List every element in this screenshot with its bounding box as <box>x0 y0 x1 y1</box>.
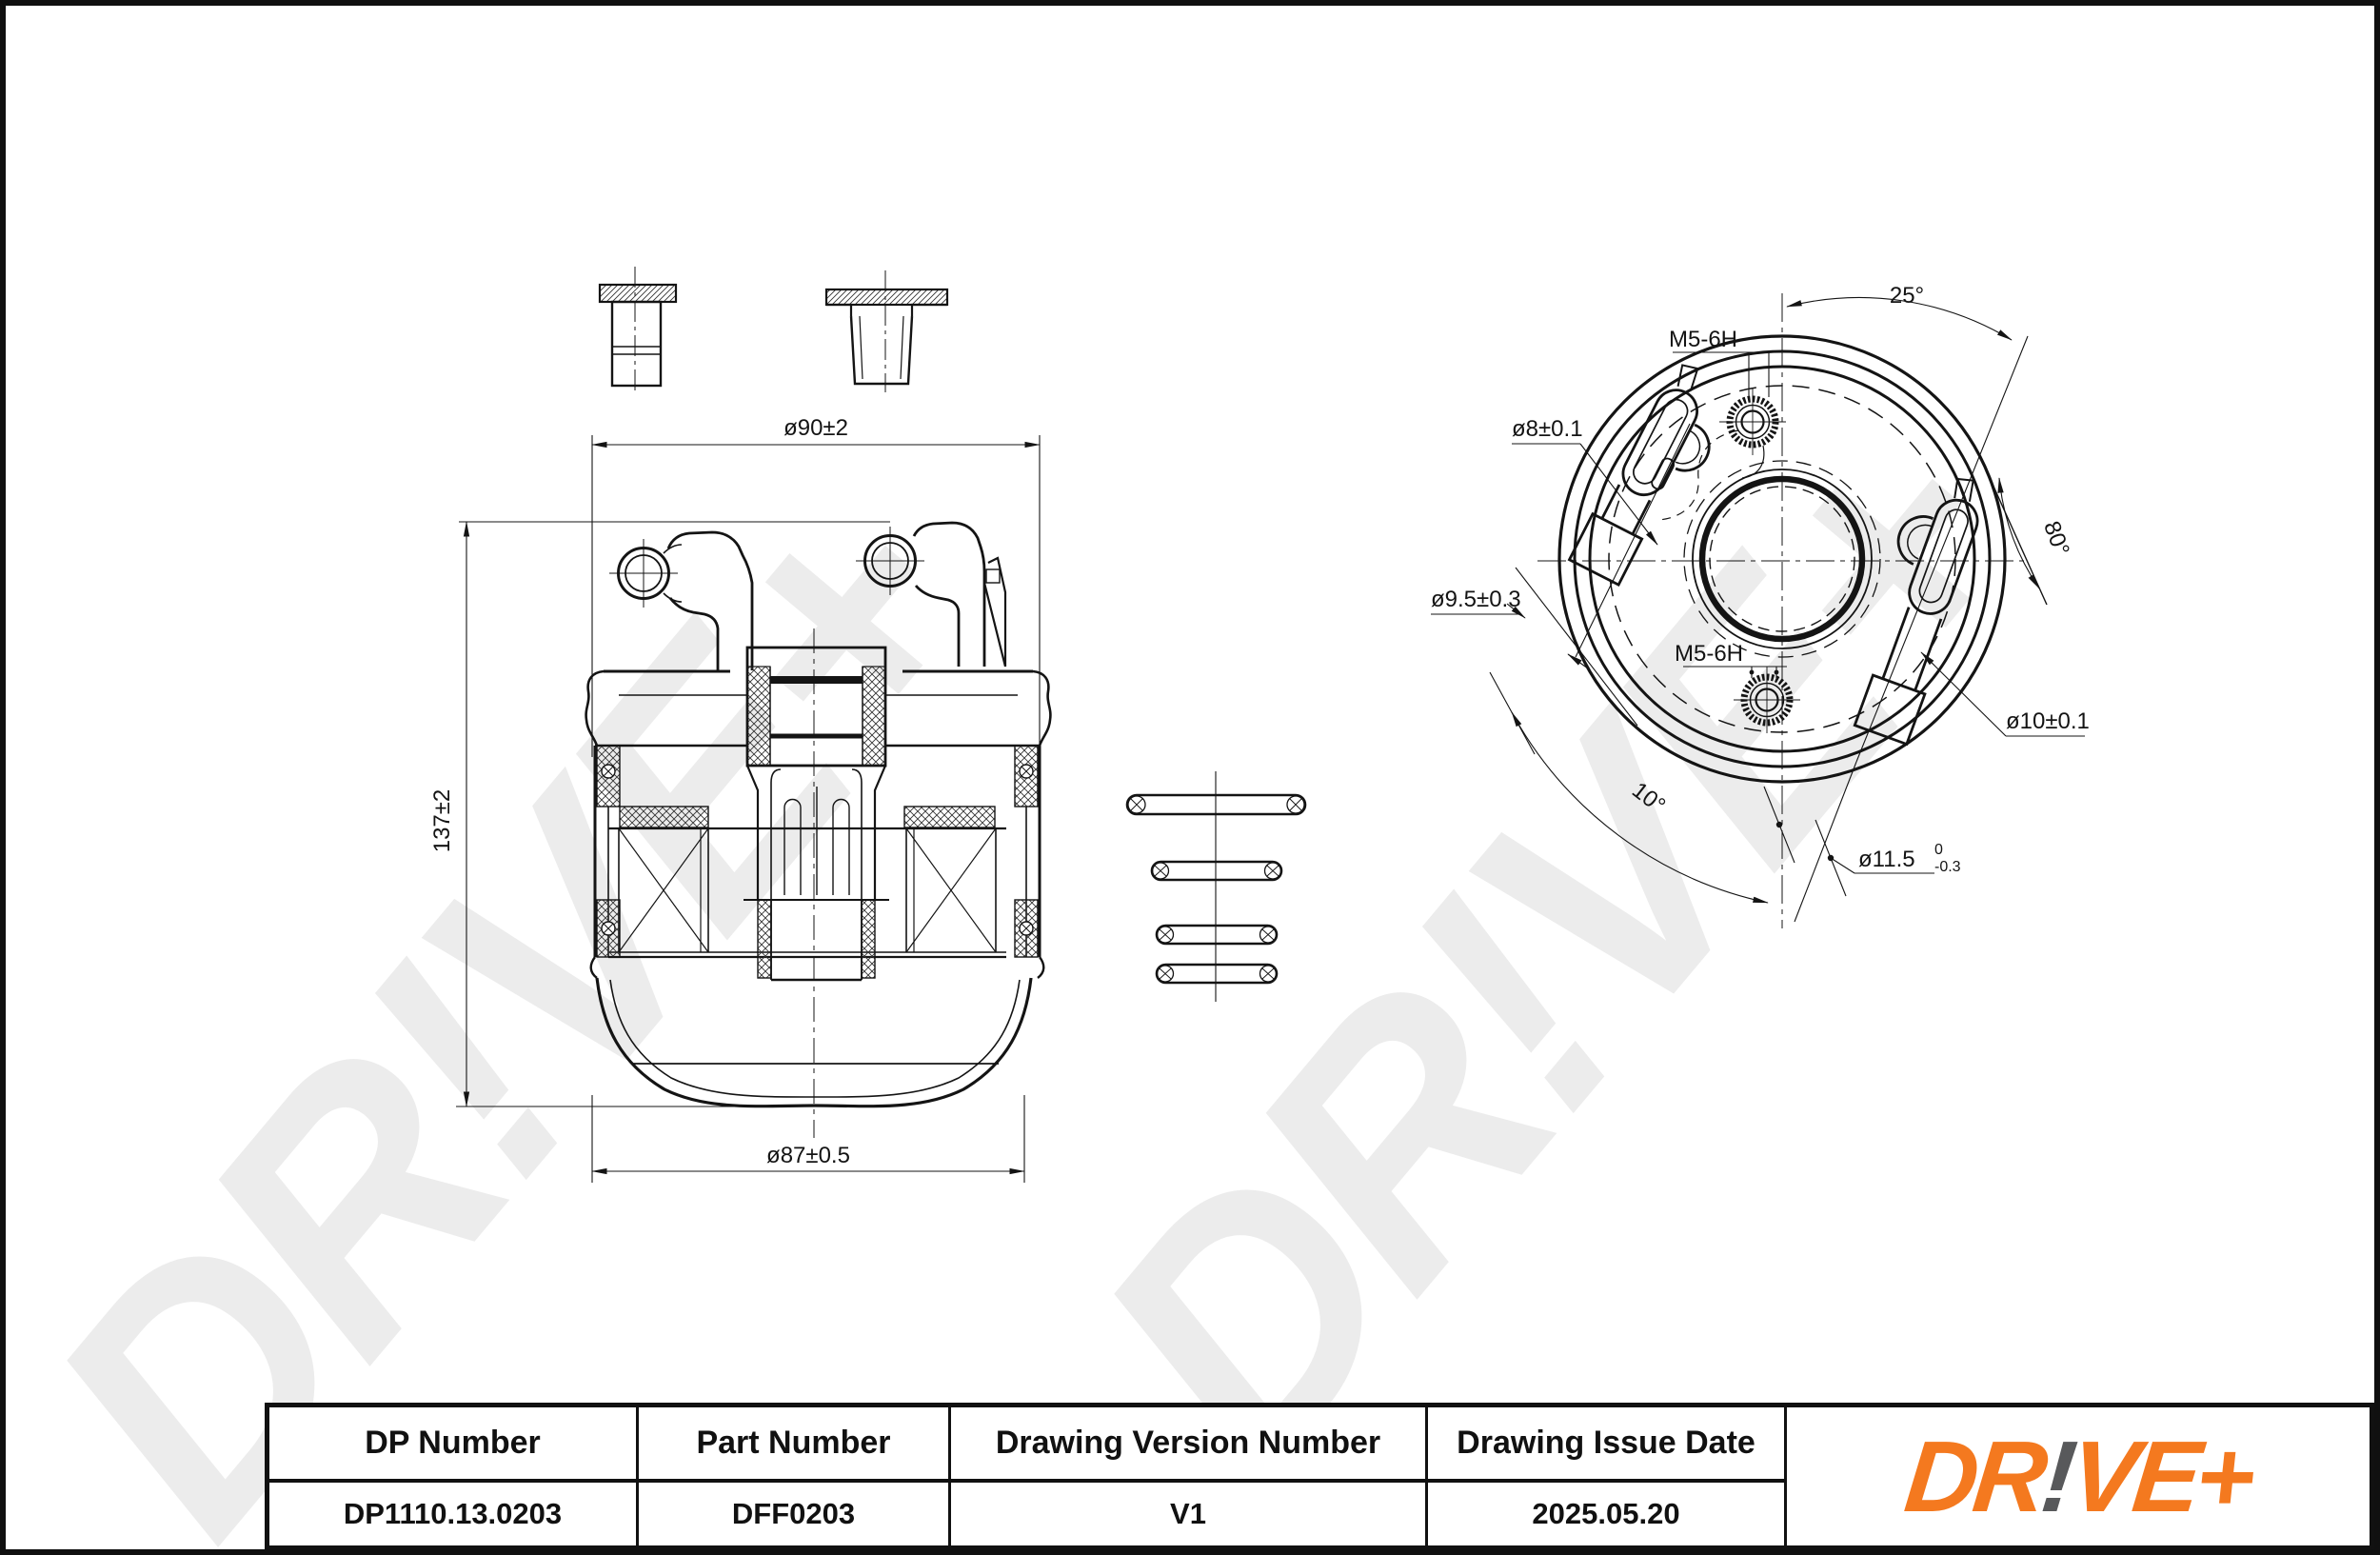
outlet-pipe-right <box>856 521 1007 668</box>
label-dia-left: ø8±0.1 <box>1512 416 1583 442</box>
bottom-dome <box>589 956 1045 1108</box>
label-dim-height: 137±2 <box>429 789 455 853</box>
oring-set <box>1125 771 1307 1002</box>
label-dia-slot: ø9.5±0.3 <box>1431 587 1521 612</box>
cap-detail-b <box>824 270 949 392</box>
value-dp-number: DP1110.13.0203 <box>269 1483 639 1545</box>
value-issue-date: 2025.05.20 <box>1428 1483 1787 1545</box>
label-dim-bottom: ø87±0.5 <box>766 1143 850 1168</box>
port-connector-right <box>1853 477 1979 747</box>
label-thread-center: M5-6H <box>1675 641 1743 667</box>
label-thread-top: M5-6H <box>1669 327 1737 352</box>
title-block: DP Number Part Number Drawing Version Nu… <box>265 1403 2374 1550</box>
standpipe <box>744 765 889 901</box>
filter-body <box>593 746 1041 959</box>
label-angle-bottom: 10° <box>1627 777 1670 819</box>
label-dia-center-tol-low: -0.3 <box>1934 859 1961 875</box>
port-connector-left <box>1567 364 1711 588</box>
brand-logo-cell: DR!VE+ <box>1787 1407 2370 1545</box>
label-dia-right: ø10±0.1 <box>2006 708 2090 734</box>
header-dp-number: DP Number <box>269 1407 639 1483</box>
label-dia-center: ø11.5 <box>1858 847 1915 872</box>
label-dim-top: ø90±2 <box>783 415 848 441</box>
center-bore <box>1683 460 1881 658</box>
top-view <box>1431 293 2085 928</box>
dim-width-top <box>591 435 1041 757</box>
dim-width-bottom <box>591 1095 1025 1183</box>
section-view <box>456 267 1307 1183</box>
header-drawing-version: Drawing Version Number <box>951 1407 1428 1483</box>
label-angle-top: 25° <box>1890 283 1924 309</box>
cap-detail-a <box>598 267 678 394</box>
drive-plus-logo: DR!VE+ <box>1899 1420 2257 1533</box>
header-issue-date: Drawing Issue Date <box>1428 1407 1787 1483</box>
bolt-hole-bottom <box>1734 667 1800 733</box>
value-part-number: DFF0203 <box>639 1483 951 1545</box>
header-part-number: Part Number <box>639 1407 951 1483</box>
inlet-pipe-left <box>609 530 754 670</box>
label-angle-right: 80° <box>2038 518 2074 559</box>
label-dia-center-tol-high: 0 <box>1934 842 1943 858</box>
value-drawing-version: V1 <box>951 1483 1428 1545</box>
lower-seal-band <box>596 899 1039 982</box>
bolt-hole-top <box>1719 389 1786 455</box>
filter-lid <box>585 646 1052 768</box>
